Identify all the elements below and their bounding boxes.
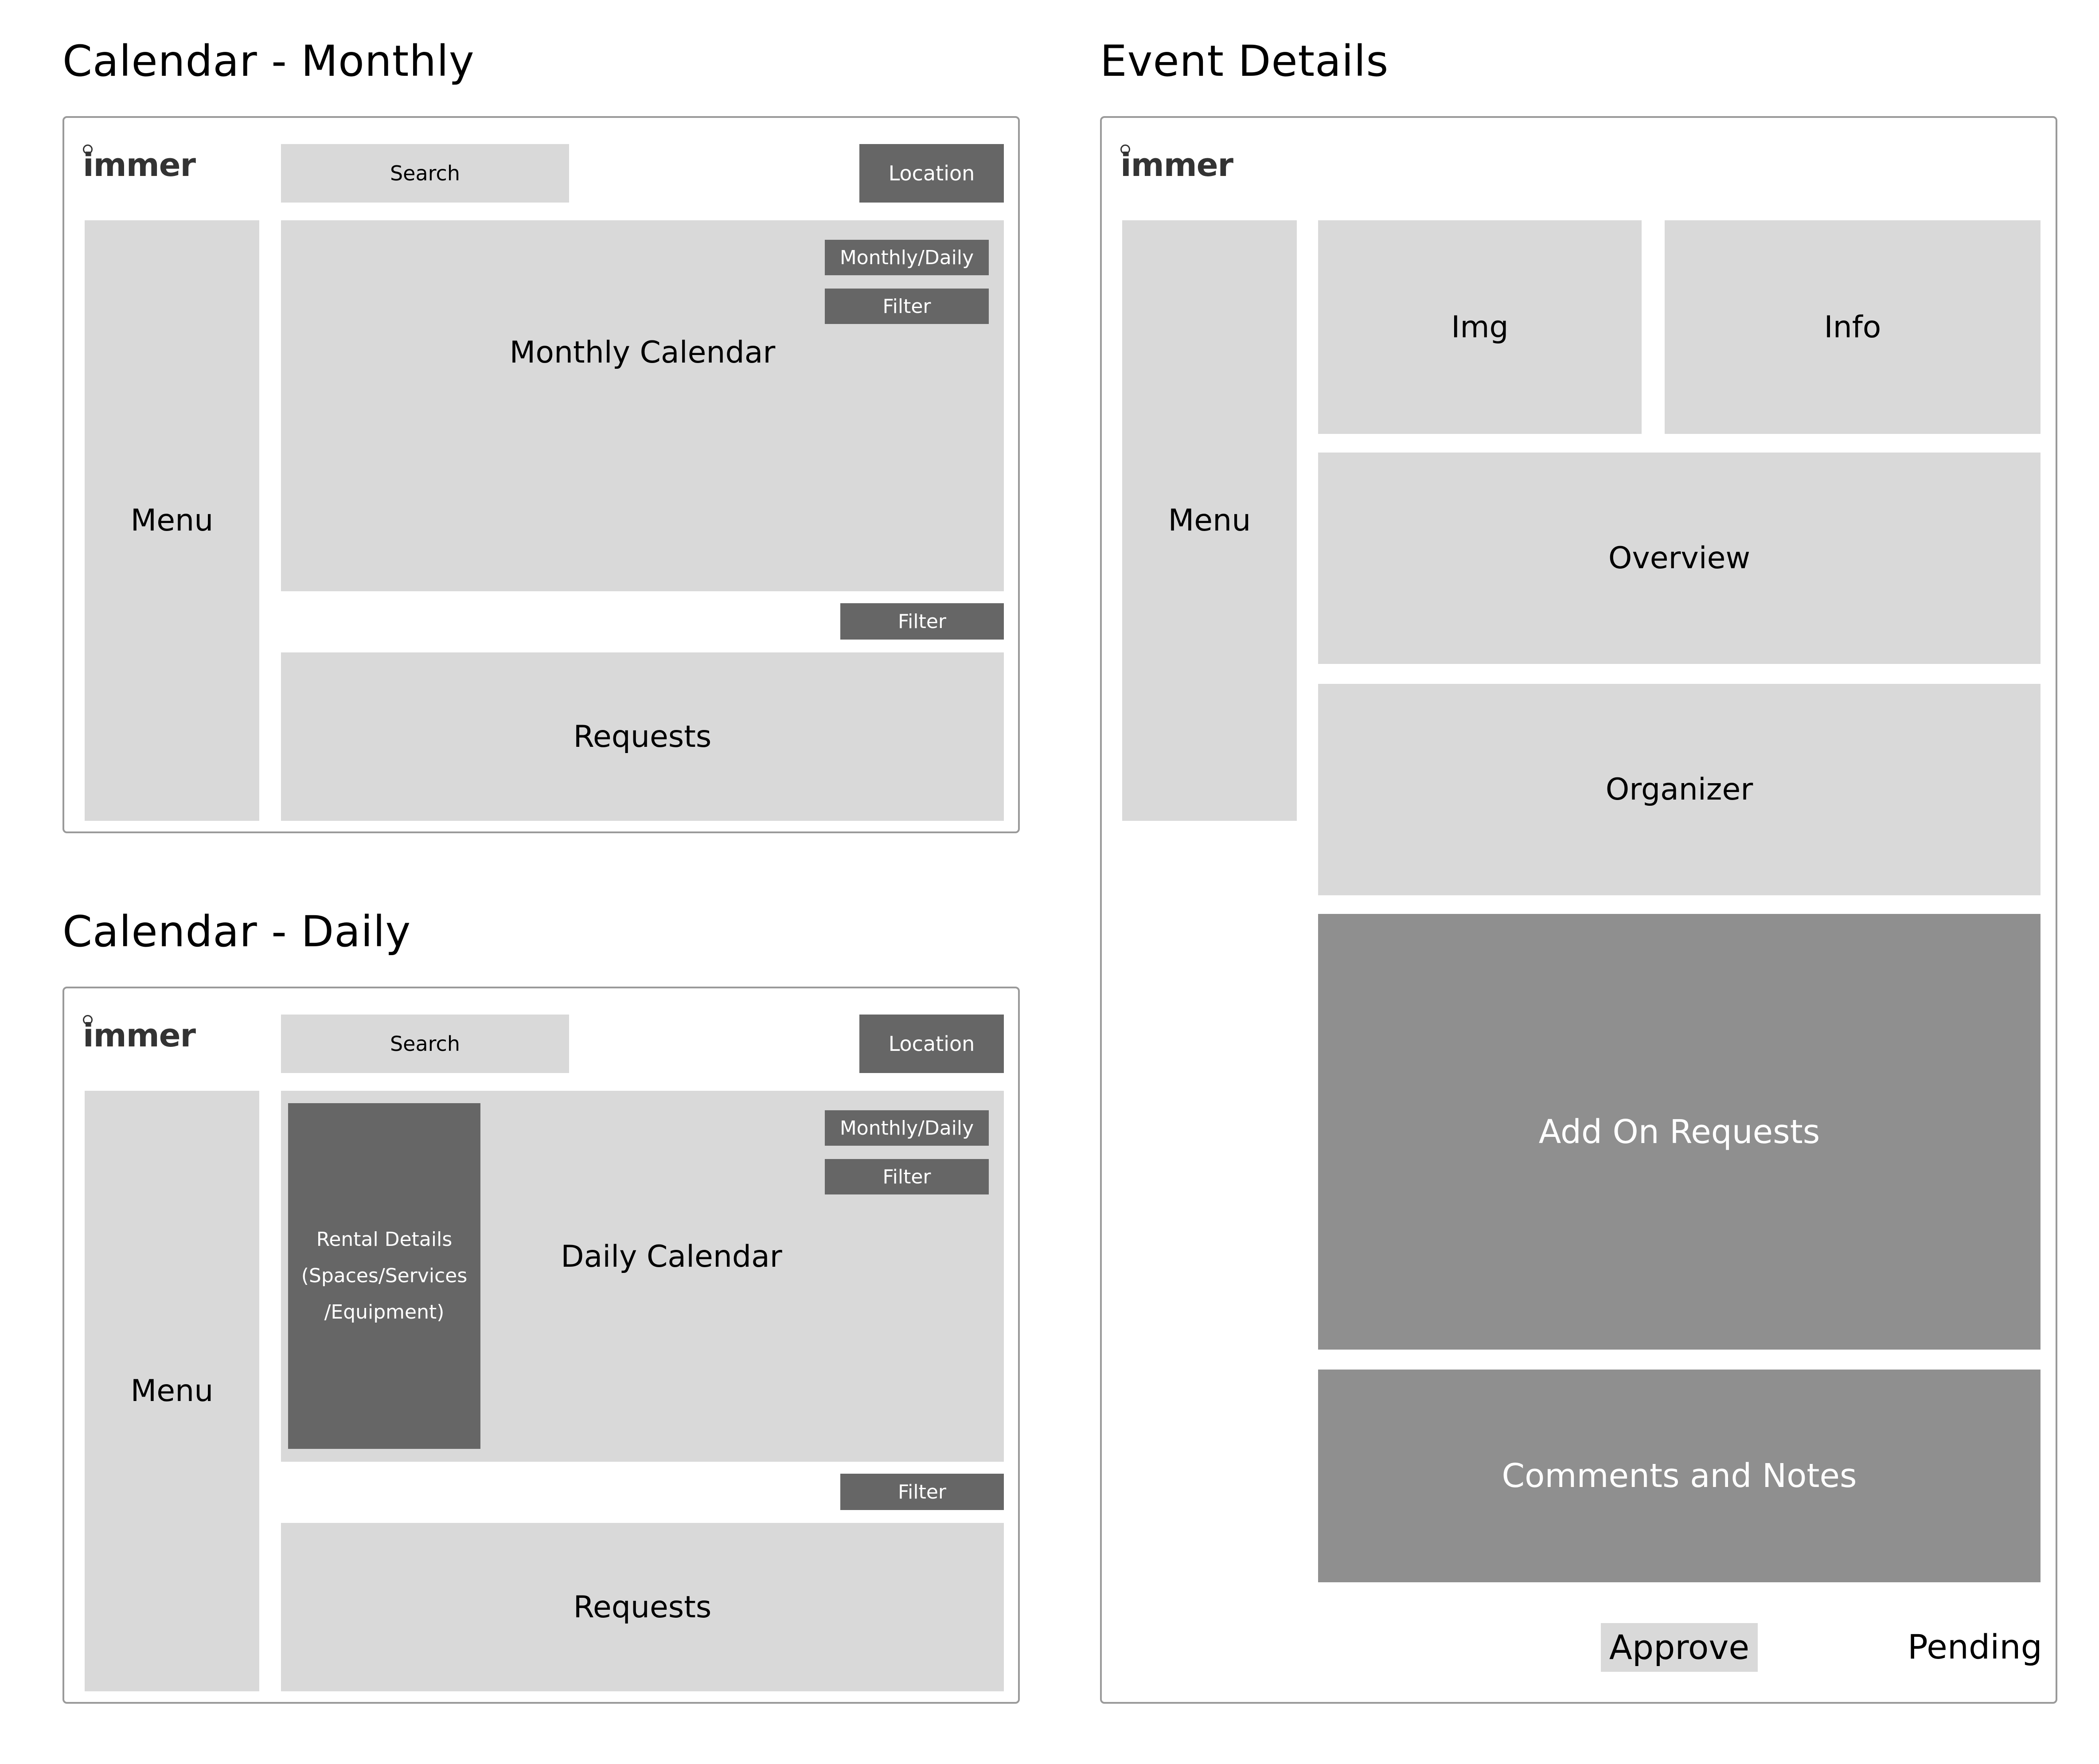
daily-wireframe: immer Search Location Menu Daily Calenda… [62,987,1020,1704]
requests-panel[interactable]: Requests [281,652,1004,821]
location-button[interactable]: Location [859,1015,1004,1073]
rental-details-panel[interactable]: Rental Details (Spaces/Services /Equipme… [288,1103,480,1449]
calendar-filter-button[interactable]: Filter [825,1159,989,1194]
add-on-requests-panel[interactable]: Add On Requests [1318,914,2040,1350]
info-panel[interactable]: Info [1665,220,2040,434]
monthly-calendar[interactable]: Monthly Calendar [281,220,1004,591]
monthly-wireframe: immer Search Location Menu Monthly Calen… [62,116,1020,833]
approve-button[interactable]: Approve [1601,1623,1758,1672]
daily-calendar-label: Daily Calendar [561,1239,782,1274]
requests-panel[interactable]: Requests [281,1523,1004,1691]
menu-sidebar[interactable]: Menu [85,1091,259,1691]
search-input[interactable]: Search [281,144,569,203]
img-panel[interactable]: Img [1318,220,1642,434]
logo-mark-icon [83,1015,93,1025]
view-toggle-button[interactable]: Monthly/Daily [825,1110,989,1146]
menu-sidebar[interactable]: Menu [85,220,259,821]
event-wireframe: immer Menu Img Info Overview Organizer A… [1100,116,2057,1704]
requests-filter-button[interactable]: Filter [840,603,1004,640]
pending-status: Pending [1908,1627,2042,1666]
logo-text: immer [83,146,196,183]
view-toggle-button[interactable]: Monthly/Daily [825,240,989,275]
comments-notes-panel[interactable]: Comments and Notes [1318,1370,2040,1582]
overview-panel[interactable]: Overview [1318,453,2040,664]
location-button[interactable]: Location [859,144,1004,203]
requests-filter-button[interactable]: Filter [840,1474,1004,1510]
search-input[interactable]: Search [281,1015,569,1073]
logo-text: immer [1120,146,1233,183]
event-section-title: Event Details [1100,36,1389,86]
logo-mark-icon [83,144,93,154]
daily-section-title: Calendar - Daily [62,907,411,956]
logo-text: immer [83,1017,196,1054]
calendar-filter-button[interactable]: Filter [825,289,989,324]
monthly-calendar-label: Monthly Calendar [509,335,776,370]
organizer-panel[interactable]: Organizer [1318,684,2040,895]
logo-mark-icon [1120,144,1130,154]
menu-sidebar[interactable]: Menu [1122,220,1297,821]
monthly-section-title: Calendar - Monthly [62,36,475,86]
